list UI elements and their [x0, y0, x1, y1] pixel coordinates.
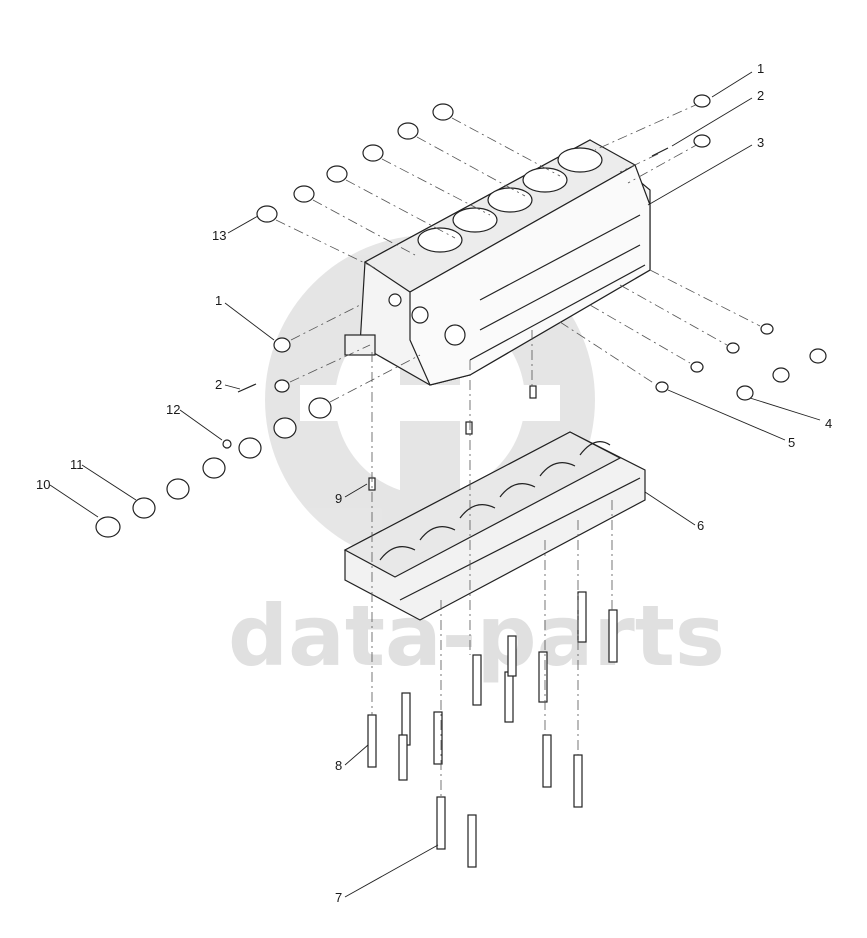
leader-lines-bolts — [371, 330, 613, 797]
cup-plugs-top — [256, 103, 454, 223]
callout-1-left: 1 — [215, 293, 222, 308]
callout-2-left: 2 — [215, 377, 222, 392]
callout-10: 10 — [36, 477, 50, 492]
callout-8: 8 — [335, 758, 342, 773]
leader-lines-right — [559, 269, 761, 385]
callout-6: 6 — [697, 518, 704, 533]
callout-2-top: 2 — [757, 88, 764, 103]
dowel-pins — [368, 385, 537, 491]
callout-7: 7 — [335, 890, 342, 905]
camshaft-bushings — [95, 337, 332, 538]
callout-5: 5 — [788, 435, 795, 450]
leader-lines-left — [289, 304, 421, 403]
callout-12: 12 — [166, 402, 180, 417]
callout-9: 9 — [335, 491, 342, 506]
cylinder-block — [344, 139, 651, 386]
callout-11: 11 — [70, 457, 84, 472]
callout-4: 4 — [825, 416, 832, 431]
right-side-plugs — [651, 94, 827, 401]
main-bearing-bolts — [367, 591, 618, 868]
callout-3: 3 — [757, 135, 764, 150]
callout-leaders — [49, 71, 821, 898]
callout-1-top: 1 — [757, 61, 764, 76]
leader-lines-top — [275, 102, 701, 269]
callout-13: 13 — [212, 228, 226, 243]
bedplate — [343, 431, 646, 621]
